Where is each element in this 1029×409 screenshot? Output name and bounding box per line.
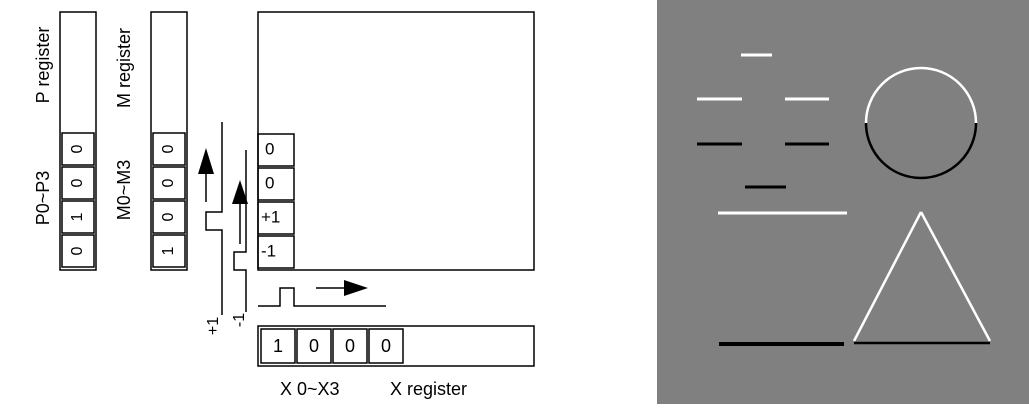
p-register-title: P register bbox=[33, 27, 53, 104]
m-register-cell: 1 bbox=[152, 234, 186, 268]
p-register-column bbox=[59, 11, 97, 271]
m-register-cell: 0 bbox=[152, 200, 186, 234]
p-register-cell: 0 bbox=[61, 234, 95, 268]
x-register-title: X register bbox=[390, 379, 467, 399]
pulse-label-plus-one: +1 bbox=[205, 317, 222, 335]
edge-image-background bbox=[657, 0, 1029, 404]
m-register-cell: 0 bbox=[152, 132, 186, 166]
p-register-cell: 1 bbox=[61, 200, 95, 234]
column-value: 0 bbox=[265, 139, 274, 158]
m-register-cell-value: 0 bbox=[160, 212, 177, 221]
column-value-cell: 0 bbox=[257, 133, 295, 167]
x-register: 1 0 0 0 X 0~X3 X register bbox=[257, 325, 535, 399]
p-register-cell: 0 bbox=[61, 166, 95, 200]
x-register-cell: 0 bbox=[368, 328, 404, 364]
p-register-cell: 0 bbox=[61, 132, 95, 166]
m-register-cell-value: 0 bbox=[160, 178, 177, 187]
pulse-label-minus-one: -1 bbox=[231, 313, 248, 327]
register-diagram: 0 0 1 0 P register P0~P3 0 bbox=[33, 11, 535, 399]
edge-image-panel bbox=[657, 0, 1029, 404]
p-register-range-label: P0~P3 bbox=[33, 171, 53, 226]
p-register: 0 0 1 0 P register P0~P3 bbox=[33, 11, 97, 271]
column-value-cell: +1 bbox=[257, 201, 295, 235]
x-register-cell: 0 bbox=[332, 328, 368, 364]
p-register-cell-value: 0 bbox=[69, 178, 86, 187]
column-value: 0 bbox=[265, 173, 274, 192]
m-register-column bbox=[150, 11, 188, 271]
triangle-edge-light bbox=[852, 211, 923, 342]
column-value-cell: 0 bbox=[257, 167, 295, 201]
x-register-cell: 0 bbox=[296, 328, 332, 364]
column-values: 0 0 +1 -1 bbox=[257, 133, 295, 269]
right-arrow-icon bbox=[344, 280, 368, 296]
pulse-waveform-plus-one: +1 bbox=[198, 122, 223, 335]
circle-edge-dark bbox=[864, 122, 978, 180]
column-value: +1 bbox=[261, 207, 280, 226]
pulse-waveform-minus-one: -1 bbox=[231, 150, 248, 327]
column-value: -1 bbox=[261, 241, 276, 260]
m-register: 0 0 0 1 M register M0~M3 bbox=[114, 11, 188, 271]
column-value-cell: -1 bbox=[257, 235, 295, 269]
pulse-waveform-horizontal bbox=[258, 280, 386, 307]
m-register-title: M register bbox=[114, 28, 134, 108]
triangle-edge-light bbox=[919, 211, 992, 342]
m-register-cell-value: 1 bbox=[160, 246, 177, 255]
matrix-box bbox=[257, 11, 535, 271]
x-register-cell-value: 0 bbox=[309, 336, 319, 356]
x-register-cell: 1 bbox=[260, 328, 296, 364]
m-register-cell: 0 bbox=[152, 166, 186, 200]
circle-edge-light bbox=[864, 66, 978, 124]
m-register-cell-value: 0 bbox=[160, 144, 177, 153]
up-arrow-icon bbox=[198, 148, 214, 174]
x-register-cell-value: 0 bbox=[381, 336, 391, 356]
x-register-cell-value: 1 bbox=[273, 336, 283, 356]
x-register-range-label: X 0~X3 bbox=[280, 379, 340, 399]
p-register-cell-value: 1 bbox=[69, 212, 86, 221]
p-register-cell-value: 0 bbox=[69, 246, 86, 255]
p-register-cell-value: 0 bbox=[69, 144, 86, 153]
x-register-cell-value: 0 bbox=[345, 336, 355, 356]
m-register-range-label: M0~M3 bbox=[114, 160, 134, 221]
up-arrow-icon bbox=[232, 180, 248, 204]
x-register-row bbox=[257, 325, 535, 367]
